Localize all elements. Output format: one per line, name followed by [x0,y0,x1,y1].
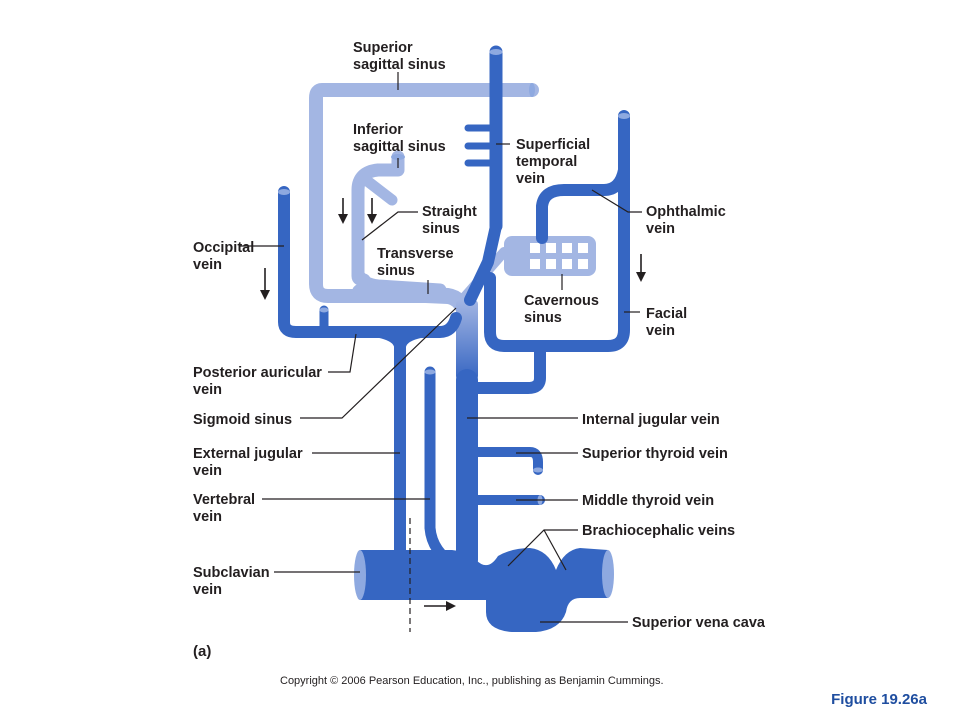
label-superior-sagittal-sinus: Superior sagittal sinus [353,40,446,73]
figure-label: Figure 19.26a [831,691,928,708]
panel-label: (a) [193,643,211,660]
label-sigmoid-sinus: Sigmoid sinus [193,412,292,428]
occipital-vein [278,186,462,338]
vertebral-vein [424,366,462,572]
sigmoid-sinus [456,300,478,380]
subclavian-and-brachiocephalic-veins [360,548,608,632]
superior-thyroid-vein [471,447,543,475]
labels: Superior sagittal sinus Inferior sagitta… [193,40,928,708]
label-external-jugular-vein: External jugular vein [193,446,307,479]
label-superficial-temporal-vein: Superficial temporal vein [516,137,594,187]
label-inferior-sagittal-sinus: Inferior sagittal sinus [353,122,446,155]
inferior-sagittal-sinus-branch [360,174,398,206]
label-occipital-vein: Occipital vein [193,240,258,273]
label-internal-jugular-vein: Internal jugular vein [582,412,720,428]
flow-arrows [260,198,646,632]
label-transverse-sinus: Transverse sinus [377,246,458,279]
label-facial-vein: Facial vein [646,306,691,339]
cavernous-sinus [504,236,596,276]
ophthalmic-vein [536,164,630,244]
label-ophthalmic-vein: Ophthalmic vein [646,204,730,237]
label-middle-thyroid-vein: Middle thyroid vein [582,493,714,509]
facial-vein [484,110,630,352]
copyright-notice: Copyright © 2006 Pearson Education, Inc.… [280,675,664,687]
label-vertebral-vein: Vertebral vein [193,492,259,525]
transverse-sinus [352,284,474,324]
label-superior-thyroid-vein: Superior thyroid vein [582,446,728,462]
leader-lines [240,72,642,623]
label-posterior-auricular-vein: Posterior auricular vein [193,365,326,398]
veins [278,45,630,632]
superior-sagittal-sinus [309,83,539,303]
label-subclavian-vein: Subclavian vein [193,565,274,598]
label-brachiocephalic-veins: Brachiocephalic veins [582,523,735,539]
label-superior-vena-cava: Superior vena cava [632,615,766,631]
cavernous-sinus-cells [530,243,588,269]
label-straight-sinus: Straight sinus [422,204,481,237]
label-cavernous-sinus: Cavernous sinus [524,293,603,326]
